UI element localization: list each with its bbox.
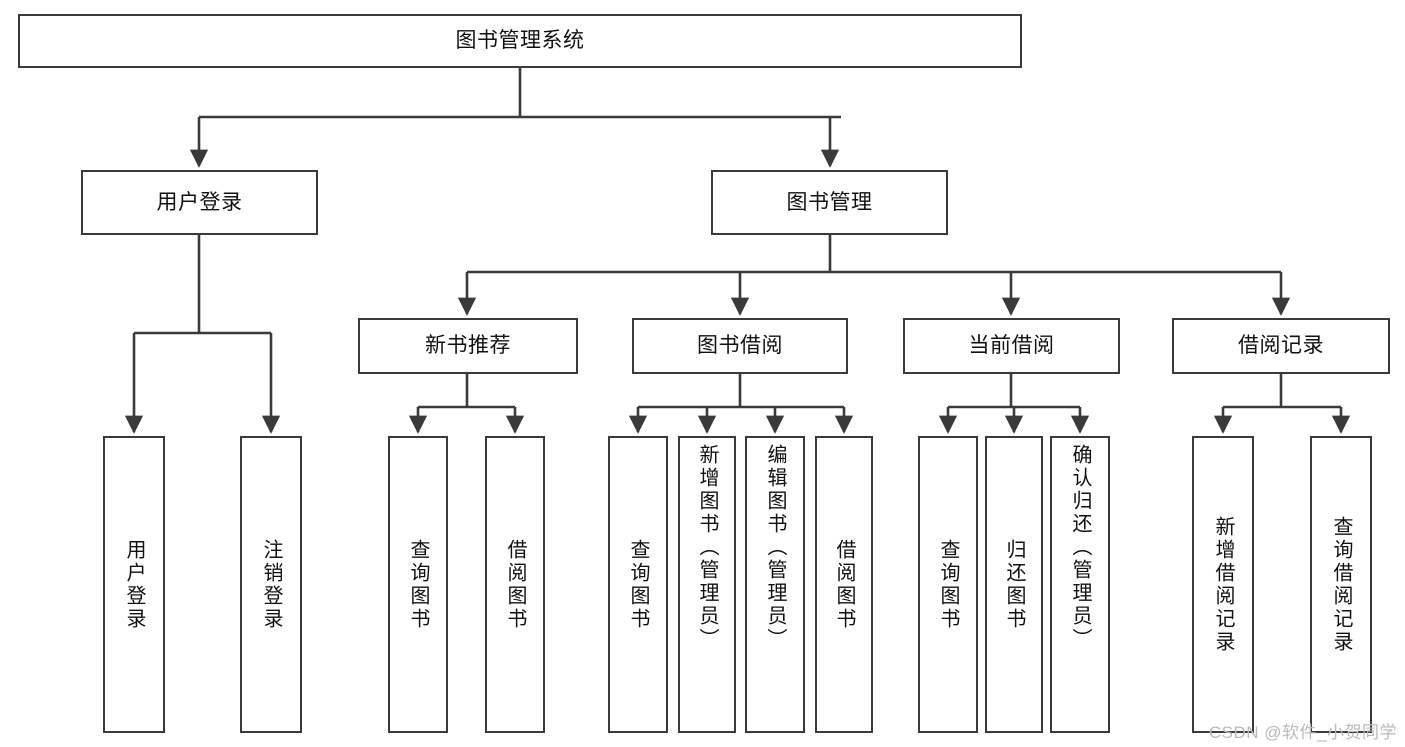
node-book-manage[interactable]: 图书管理 — [711, 170, 948, 235]
node-leaf-query-book-3-label: 查询图书 — [937, 538, 959, 631]
node-leaf-borrow-book-2[interactable]: 借阅图书 — [815, 436, 873, 733]
node-leaf-add-record[interactable]: 新增借阅记录 — [1192, 436, 1254, 733]
node-new-book-recommend[interactable]: 新书推荐 — [358, 318, 578, 374]
node-book-borrow-label: 图书借阅 — [697, 334, 783, 358]
node-leaf-logout-label: 注销登录 — [260, 538, 282, 631]
node-book-borrow[interactable]: 图书借阅 — [632, 318, 848, 374]
node-leaf-query-book-2-label: 查询图书 — [627, 538, 649, 631]
node-leaf-query-book-1[interactable]: 查询图书 — [388, 436, 448, 733]
node-leaf-edit-book[interactable]: 编辑图书（管理员） — [745, 436, 805, 733]
node-leaf-user-login-label: 用户登录 — [123, 538, 145, 631]
watermark-text: CSDN @软件_小贺同学 — [1208, 723, 1397, 742]
node-leaf-add-book-label: 新增图书（管理员） — [696, 444, 718, 651]
node-leaf-return-book-label: 归还图书 — [1003, 538, 1025, 631]
node-leaf-edit-book-label: 编辑图书（管理员） — [764, 444, 786, 651]
node-leaf-return-book[interactable]: 归还图书 — [985, 436, 1043, 733]
node-leaf-query-book-3[interactable]: 查询图书 — [918, 436, 978, 733]
node-leaf-borrow-book-2-label: 借阅图书 — [833, 538, 855, 631]
node-user-login-label: 用户登录 — [156, 190, 243, 214]
node-leaf-query-book-2[interactable]: 查询图书 — [608, 436, 668, 733]
node-leaf-borrow-book-1-label: 借阅图书 — [504, 538, 526, 631]
node-leaf-query-book-1-label: 查询图书 — [407, 538, 429, 631]
node-current-borrow[interactable]: 当前借阅 — [903, 318, 1120, 374]
node-book-manage-label: 图书管理 — [786, 190, 873, 214]
node-borrow-record[interactable]: 借阅记录 — [1172, 318, 1390, 374]
node-leaf-add-record-label: 新增借阅记录 — [1212, 515, 1234, 654]
node-user-login[interactable]: 用户登录 — [81, 170, 318, 235]
node-leaf-logout[interactable]: 注销登录 — [240, 436, 302, 733]
node-leaf-query-record[interactable]: 查询借阅记录 — [1310, 436, 1372, 733]
node-leaf-add-book[interactable]: 新增图书（管理员） — [678, 436, 736, 733]
node-root[interactable]: 图书管理系统 — [18, 14, 1022, 68]
node-borrow-record-label: 借阅记录 — [1238, 334, 1324, 358]
node-leaf-confirm-return-label: 确认归还（管理员） — [1069, 444, 1091, 651]
node-leaf-query-record-label: 查询借阅记录 — [1330, 515, 1352, 654]
node-new-book-recommend-label: 新书推荐 — [425, 334, 511, 358]
node-current-borrow-label: 当前借阅 — [968, 334, 1055, 358]
node-leaf-user-login[interactable]: 用户登录 — [103, 436, 165, 733]
node-leaf-confirm-return[interactable]: 确认归还（管理员） — [1050, 436, 1110, 733]
node-root-label: 图书管理系统 — [455, 29, 585, 53]
node-leaf-borrow-book-1[interactable]: 借阅图书 — [485, 436, 545, 733]
